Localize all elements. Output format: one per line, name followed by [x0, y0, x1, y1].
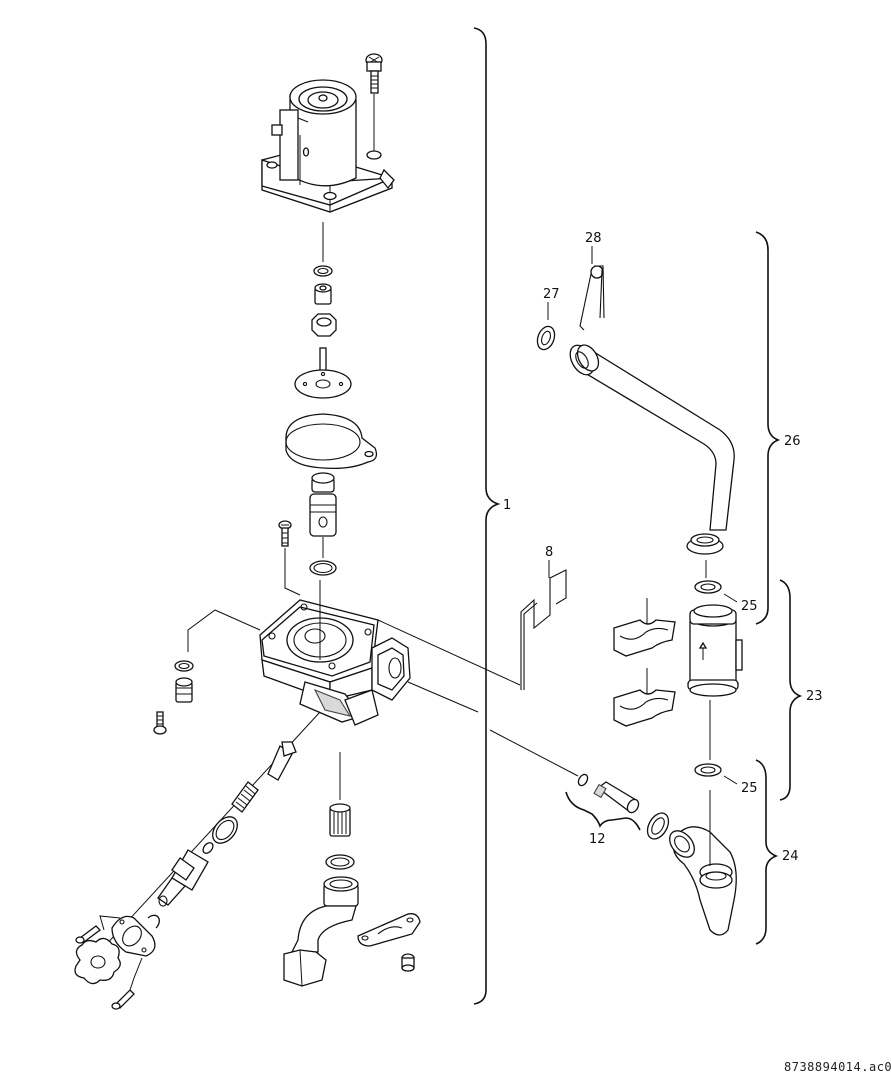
pipe: [569, 344, 735, 531]
elbow-connector: [669, 790, 737, 936]
spring-clip: [579, 265, 605, 331]
spring: [231, 781, 259, 813]
flange-plate: [111, 915, 156, 957]
drain-plug: [174, 660, 194, 703]
callout-24: 24: [782, 849, 799, 864]
valve-cartridge: [309, 472, 337, 558]
brace-1: [473, 27, 501, 1005]
callout-8: 8: [545, 545, 553, 560]
callout-23: 23: [806, 689, 823, 704]
callout-25-lower: 25: [741, 781, 758, 796]
body-screw: [278, 520, 301, 596]
flow-sensor: [687, 604, 743, 697]
callout-25-upper: 25: [741, 599, 758, 614]
seal-ring: [646, 812, 670, 840]
sensor-clip-lower: [613, 668, 676, 727]
actuator-motor: [261, 79, 395, 213]
bypass-valve: [157, 849, 209, 907]
callout-27: 27: [543, 287, 560, 302]
check-valve-seal: [577, 773, 589, 787]
pin-stem: [267, 741, 297, 781]
diaphragm-plate: [294, 347, 352, 399]
brace-24: [755, 759, 779, 945]
brace-23: [779, 579, 803, 801]
hex-fitting: [371, 637, 411, 701]
brace-12: [565, 791, 641, 831]
filter-strainer: [329, 803, 351, 837]
callout-26: 26: [784, 434, 801, 449]
check-valve: [593, 781, 640, 814]
nut: [311, 313, 337, 337]
drawing-number: 8738894014.ac0: [784, 1060, 891, 1074]
retaining-ring: [147, 914, 160, 929]
pipe-nut: [686, 533, 724, 555]
washer-25-lower: [694, 763, 722, 777]
callout-1: 1: [503, 498, 511, 513]
flange-screw-bottom: [111, 957, 143, 1010]
callout-28: 28: [585, 231, 602, 246]
bushing: [314, 283, 332, 305]
sensor-clip-upper: [613, 598, 676, 657]
bracket-plate: [357, 913, 421, 947]
outlet-elbow: [283, 876, 359, 987]
valve-body: [259, 580, 379, 726]
knob: [74, 937, 121, 985]
o-ring-small: [313, 265, 333, 277]
washer: [202, 842, 214, 854]
pipe-seal: [536, 325, 556, 351]
plug-screw: [153, 711, 167, 735]
clip-wire: [520, 569, 567, 690]
bracket-screw: [401, 953, 415, 972]
brace-26: [755, 231, 781, 625]
diaphragm-cover: [285, 413, 378, 470]
o-ring-large: [212, 816, 238, 844]
motor-screw: [365, 53, 383, 152]
flange-screw-top: [75, 915, 121, 944]
washer-25-upper: [694, 580, 722, 594]
callout-12: 12: [589, 832, 606, 847]
filter-washer: [325, 854, 355, 870]
